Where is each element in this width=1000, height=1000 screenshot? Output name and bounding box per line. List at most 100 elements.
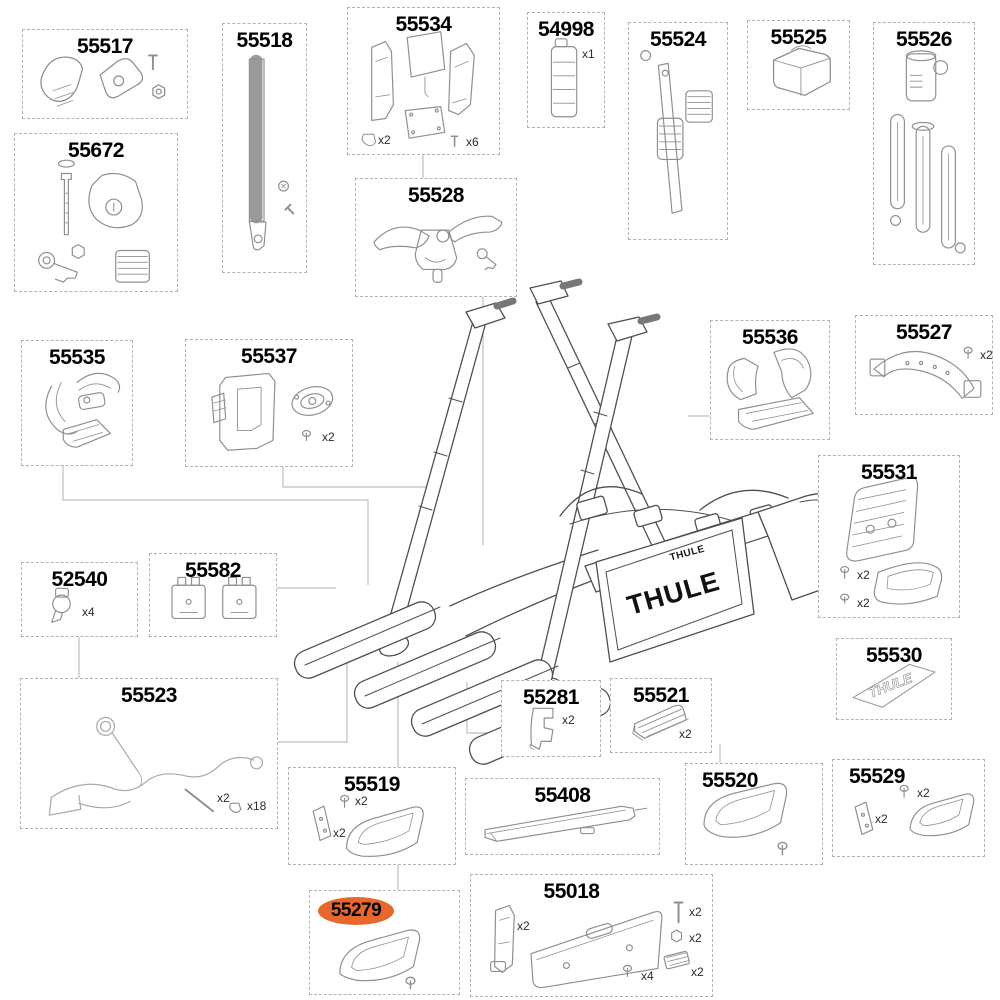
part-box-55525[interactable]: 55525	[747, 20, 850, 110]
part-sketch	[48, 716, 264, 816]
highlight-ellipse: 55279	[318, 897, 394, 925]
cradle-icon	[45, 385, 78, 435]
part-sketch	[248, 54, 295, 251]
part-box-55520[interactable]: 55520	[685, 763, 823, 865]
part-sketch	[171, 576, 257, 620]
part-box-55672[interactable]: 55672	[14, 133, 178, 292]
part-number: 55534	[395, 13, 452, 36]
part-box-55527[interactable]: 55527 x2	[855, 315, 993, 415]
part-box-54998[interactable]: 54998 x1	[527, 12, 605, 128]
part-box-55526[interactable]: 55526	[873, 22, 975, 265]
part-number: 55529	[849, 765, 905, 788]
part-number: 55525	[770, 26, 827, 49]
part-box-55523[interactable]: 55523 x2 x18	[20, 678, 278, 829]
screw-icon	[278, 180, 290, 192]
key-icon	[38, 251, 78, 283]
part-sketch	[632, 704, 689, 741]
qty-label: x2	[917, 786, 930, 800]
end-cap-icon	[222, 576, 257, 620]
screw-icon	[284, 203, 295, 215]
part-sketch	[840, 476, 943, 605]
qty-label: x2	[689, 931, 702, 945]
part-box-55521[interactable]: 55521 x2	[610, 678, 712, 753]
screw-icon	[963, 346, 973, 359]
part-number: 55527	[896, 321, 952, 344]
screw-icon	[899, 784, 909, 798]
part-box-55519[interactable]: 55519 x2 x2	[288, 767, 456, 865]
wheel-chock-icon	[345, 806, 424, 857]
pad-icon	[115, 249, 150, 283]
part-box-55018[interactable]: 55018 x2 x2 x2 x4 x2	[470, 874, 713, 997]
part-box-55408[interactable]: 55408	[465, 778, 660, 855]
part-sketch	[726, 348, 814, 430]
leader-line	[62, 466, 369, 585]
knob-cylinder-icon	[905, 53, 937, 102]
part-box-55518[interactable]: 55518	[222, 23, 307, 273]
part-box-55281[interactable]: 55281 x2	[501, 680, 601, 757]
part-sketch	[373, 215, 503, 283]
housing-icon	[219, 372, 276, 451]
qty-label: x2	[875, 812, 888, 826]
part-sketch	[550, 38, 578, 118]
part-sketch	[490, 901, 690, 989]
part-box-55534[interactable]: 55534 x2 x6	[347, 7, 500, 155]
wedge-icon	[663, 950, 690, 970]
qty-label: x2	[857, 596, 870, 610]
part-box-55530[interactable]: 55530 THULE	[836, 638, 952, 720]
bike-arm-left	[383, 297, 517, 643]
part-box-55582[interactable]: 55582	[149, 553, 277, 637]
bolt-icon	[673, 901, 684, 924]
strap-icon	[915, 125, 931, 233]
nut-icon	[152, 84, 166, 100]
washer-icon	[640, 50, 652, 62]
part-box-55531[interactable]: 55531 x2 x2	[818, 455, 960, 618]
screw-icon	[148, 54, 158, 71]
part-number: 55281	[523, 686, 579, 709]
part-box-55529[interactable]: 55529 x2 x2	[832, 759, 985, 857]
nut-icon	[71, 243, 85, 260]
qty-label: x4	[641, 969, 654, 983]
part-number: 52540	[51, 568, 108, 591]
qty-label: x2	[980, 348, 993, 362]
cradle-icon	[773, 348, 812, 399]
part-sketch	[640, 50, 713, 214]
part-box-55537[interactable]: 55537 x2	[185, 339, 353, 467]
screw-icon	[840, 593, 850, 604]
bracket-icon	[530, 707, 554, 750]
part-box-55528[interactable]: 55528	[355, 178, 517, 297]
part-sketch	[361, 31, 475, 147]
screw-icon	[340, 794, 350, 808]
qty-label: x2	[679, 727, 692, 741]
part-sketch	[312, 794, 424, 857]
screw-icon	[622, 964, 632, 977]
part-box-55536[interactable]: 55536	[710, 320, 830, 440]
part-box-52540[interactable]: 52540 x4	[21, 562, 138, 637]
pad-icon	[312, 805, 332, 842]
sticker-icon	[852, 663, 936, 708]
part-number: 54998	[538, 18, 594, 41]
part-box-55517[interactable]: 55517	[22, 29, 188, 119]
strap-icon	[890, 113, 905, 210]
strap-icon	[941, 145, 956, 249]
bike-rack-drawing	[293, 278, 855, 765]
part-box-55535[interactable]: 55535	[21, 340, 133, 466]
part-box-55279[interactable]: 55279	[309, 890, 460, 995]
handle-icon	[373, 226, 430, 251]
part-sketch	[40, 54, 166, 107]
part-box-55524[interactable]: 55524	[628, 22, 728, 240]
part-number: 55523	[121, 684, 177, 707]
part-number: 55518	[236, 29, 293, 52]
lock-housing-icon	[88, 172, 143, 229]
qty-label: x4	[82, 605, 95, 619]
clip-icon	[361, 133, 377, 147]
cover-icon	[873, 562, 943, 605]
part-sketch	[890, 50, 966, 254]
rail-icon	[484, 805, 636, 842]
part-number: 55582	[185, 559, 241, 582]
end-cap-icon	[171, 576, 206, 620]
key-icon	[476, 248, 497, 271]
part-number: 55526	[896, 28, 952, 51]
part-sketch	[529, 707, 554, 750]
wheel-chock-icon	[339, 929, 421, 982]
